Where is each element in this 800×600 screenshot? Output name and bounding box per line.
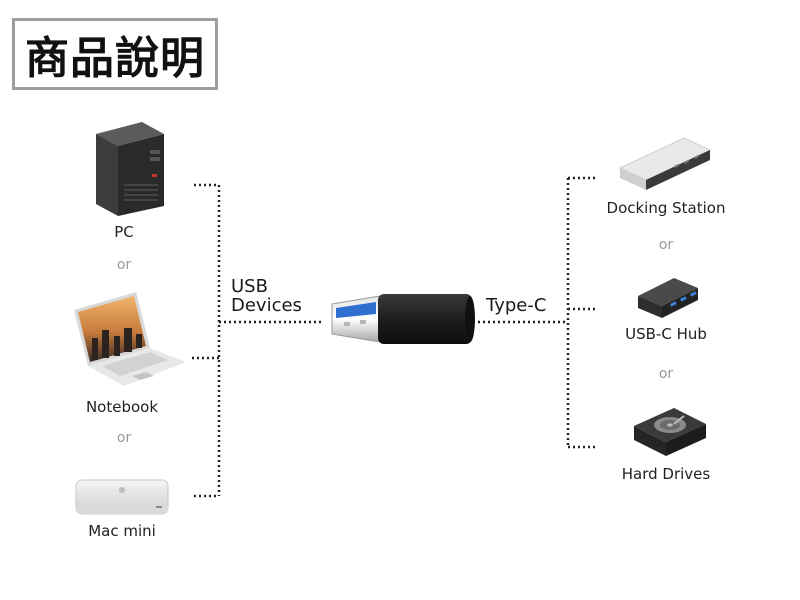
docking-station-icon bbox=[618, 137, 712, 190]
device-label-docking-station: Docking Station bbox=[606, 199, 726, 217]
device-label-hard-drives: Hard Drives bbox=[621, 465, 711, 483]
or-text-right-2: or bbox=[658, 366, 674, 382]
mac-mini-icon bbox=[75, 479, 169, 515]
usb-devices-label: USB Devices bbox=[231, 277, 302, 315]
usb-c-hub-icon bbox=[638, 278, 698, 318]
laptop-icon bbox=[74, 292, 186, 386]
device-label-notebook: Notebook bbox=[85, 398, 159, 416]
hard-drive-icon bbox=[634, 408, 706, 456]
device-label-pc: PC bbox=[114, 223, 134, 241]
pc-tower-icon bbox=[96, 122, 164, 216]
usb-label-line-2: Devices bbox=[231, 295, 302, 316]
or-text-right-1: or bbox=[658, 237, 674, 253]
or-text-left-1: or bbox=[116, 257, 132, 273]
title-box: 商品說明 bbox=[12, 18, 218, 90]
device-label-usb-c-hub: USB-C Hub bbox=[625, 325, 707, 343]
page-title: 商品說明 bbox=[25, 33, 205, 84]
typec-label: Type-C bbox=[486, 295, 547, 316]
usb-label-line-1: USB bbox=[231, 276, 268, 297]
usb-a-to-usb-c-adapter-icon bbox=[331, 294, 475, 344]
or-text-left-2: or bbox=[116, 430, 132, 446]
device-label-mac-mini: Mac mini bbox=[88, 522, 156, 540]
